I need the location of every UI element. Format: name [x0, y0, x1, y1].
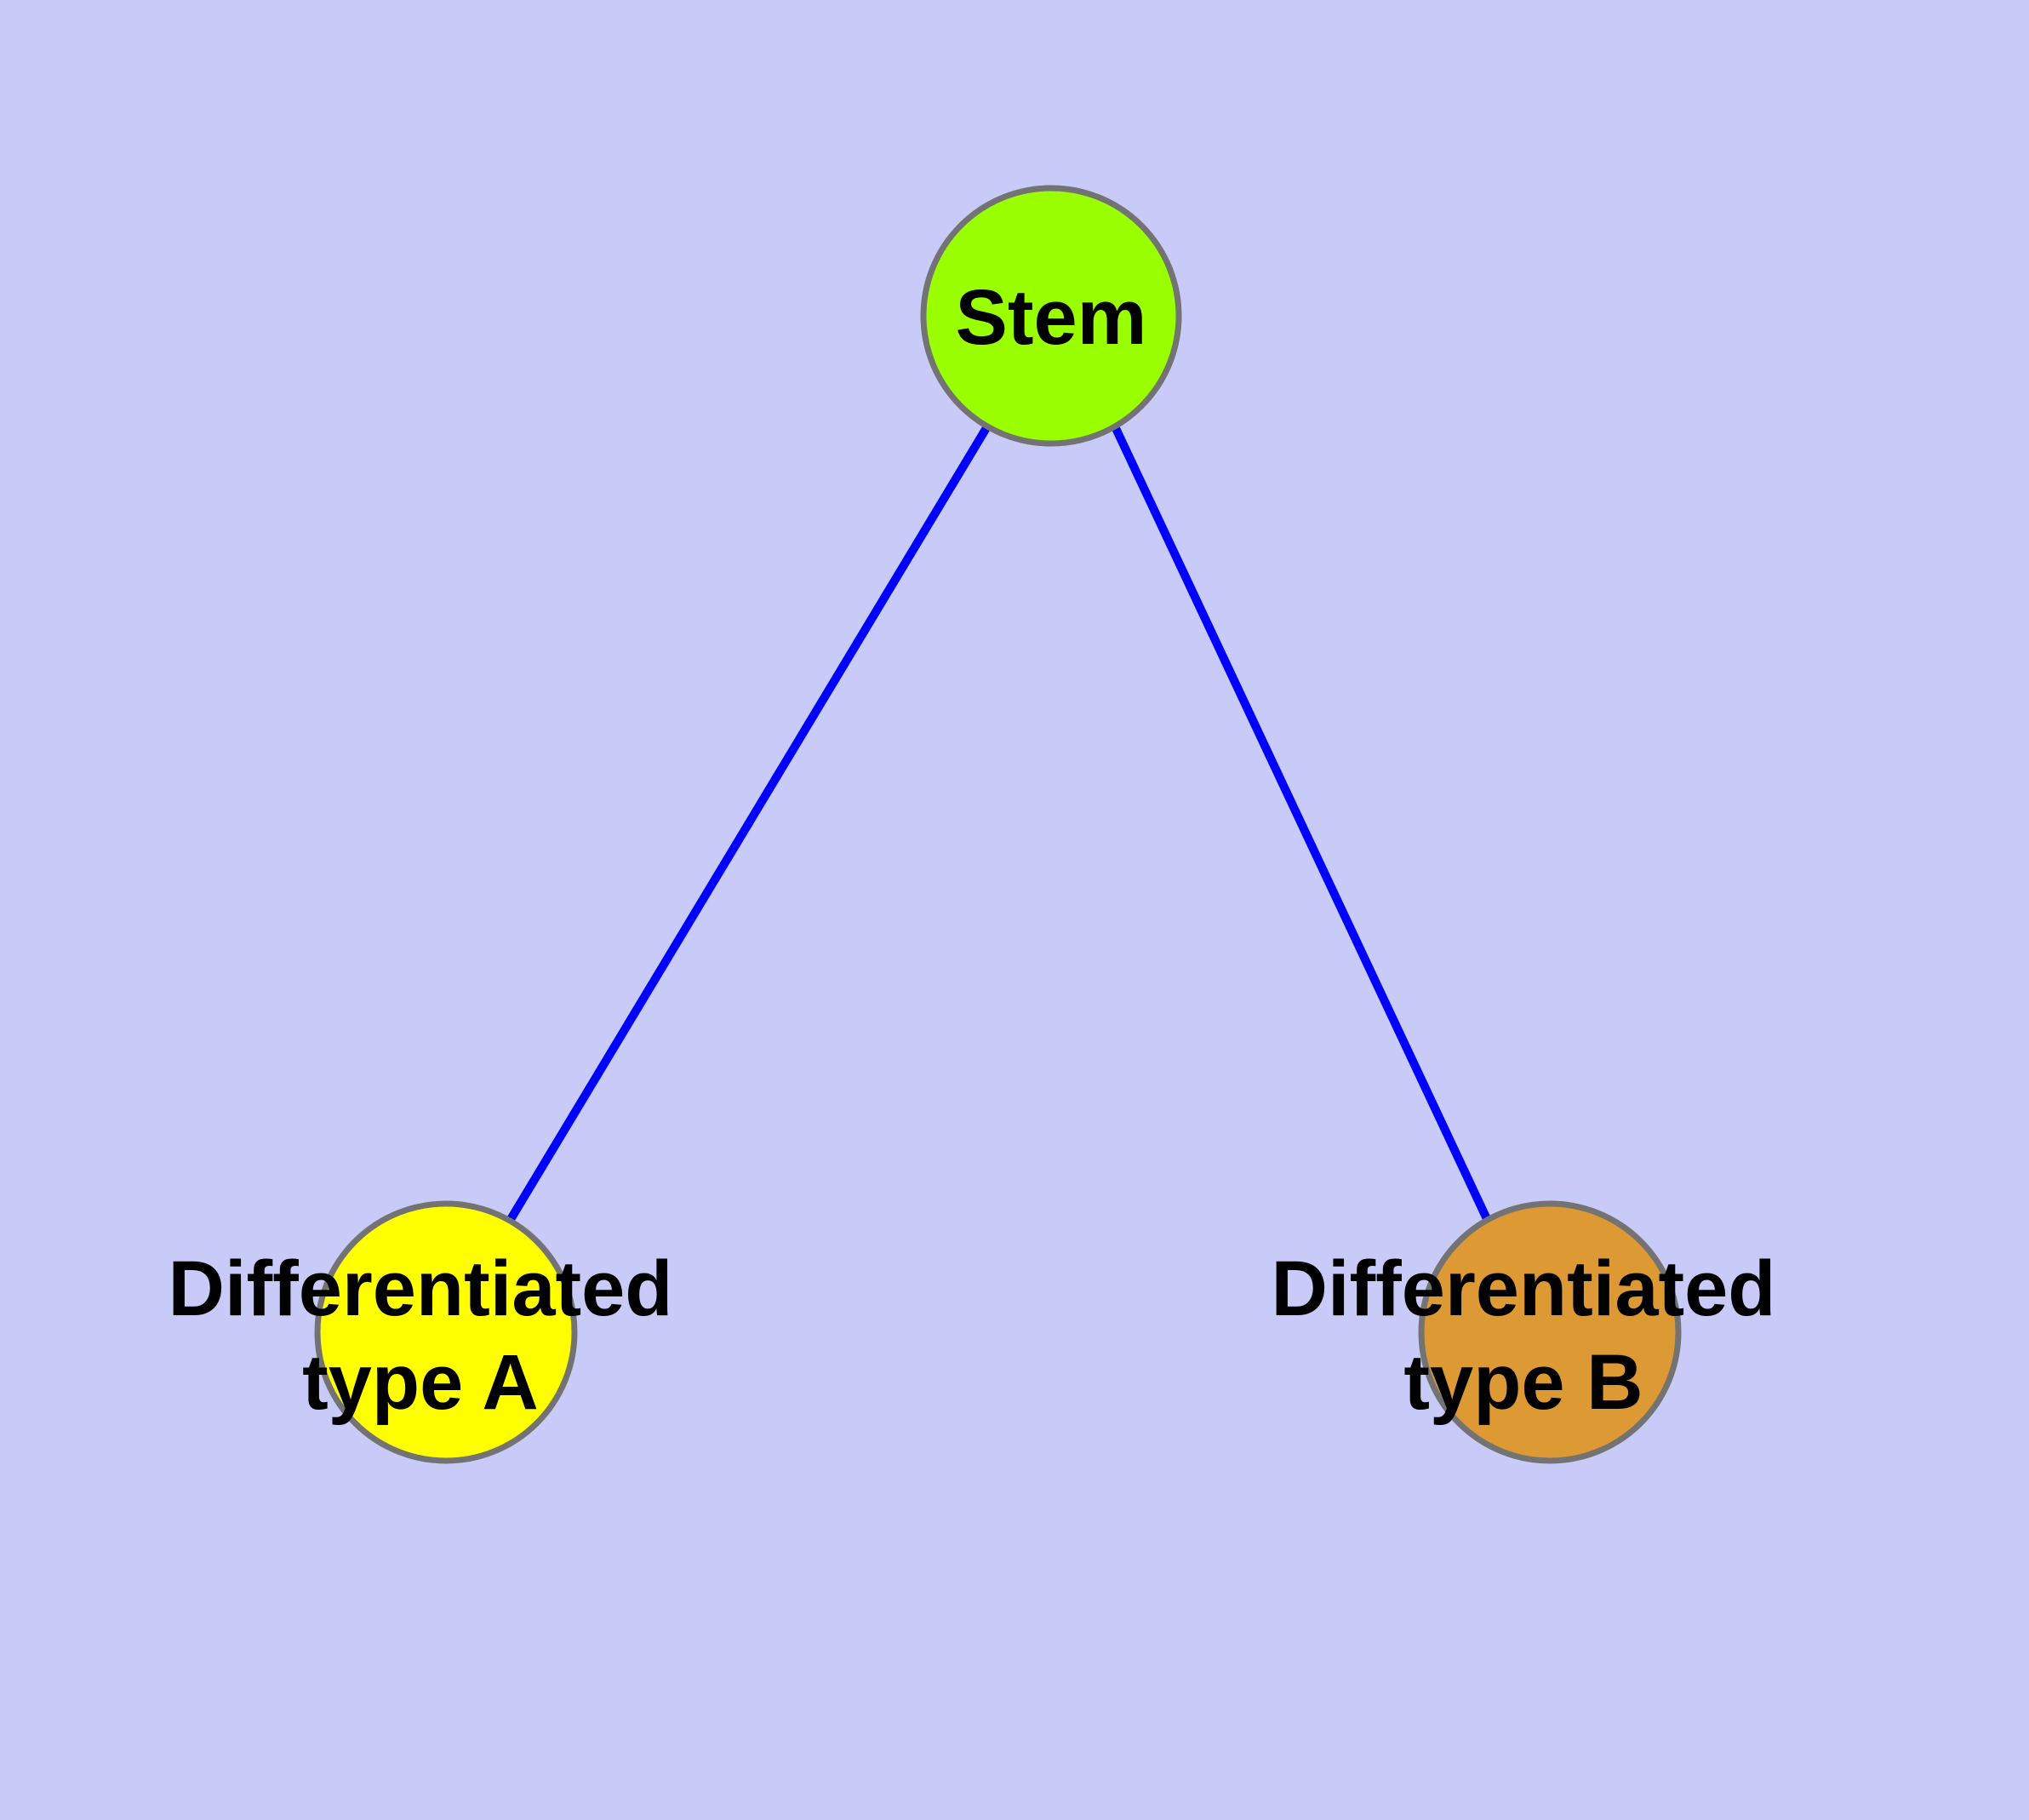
- nodes-layer: [314, 185, 1682, 1464]
- node-diff-a[interactable]: [314, 1200, 578, 1464]
- edge-stem-to-diff-b[interactable]: [1111, 424, 1492, 1223]
- node-label-diff-b-line-2: type B: [1403, 1339, 1643, 1426]
- node-label-stem-line-1: Stem: [956, 274, 1147, 361]
- node-label-diff-a-line-2: type A: [302, 1339, 539, 1426]
- node-stem[interactable]: [920, 185, 1182, 447]
- edge-stem-to-diff-a[interactable]: [506, 424, 992, 1223]
- node-diff-b[interactable]: [1418, 1200, 1682, 1464]
- node-label-diff-b-line-1: Differentiated: [1272, 1245, 1776, 1332]
- node-label-diff-a-line-1: Differentiated: [169, 1245, 673, 1332]
- edges-layer: [506, 424, 1492, 1223]
